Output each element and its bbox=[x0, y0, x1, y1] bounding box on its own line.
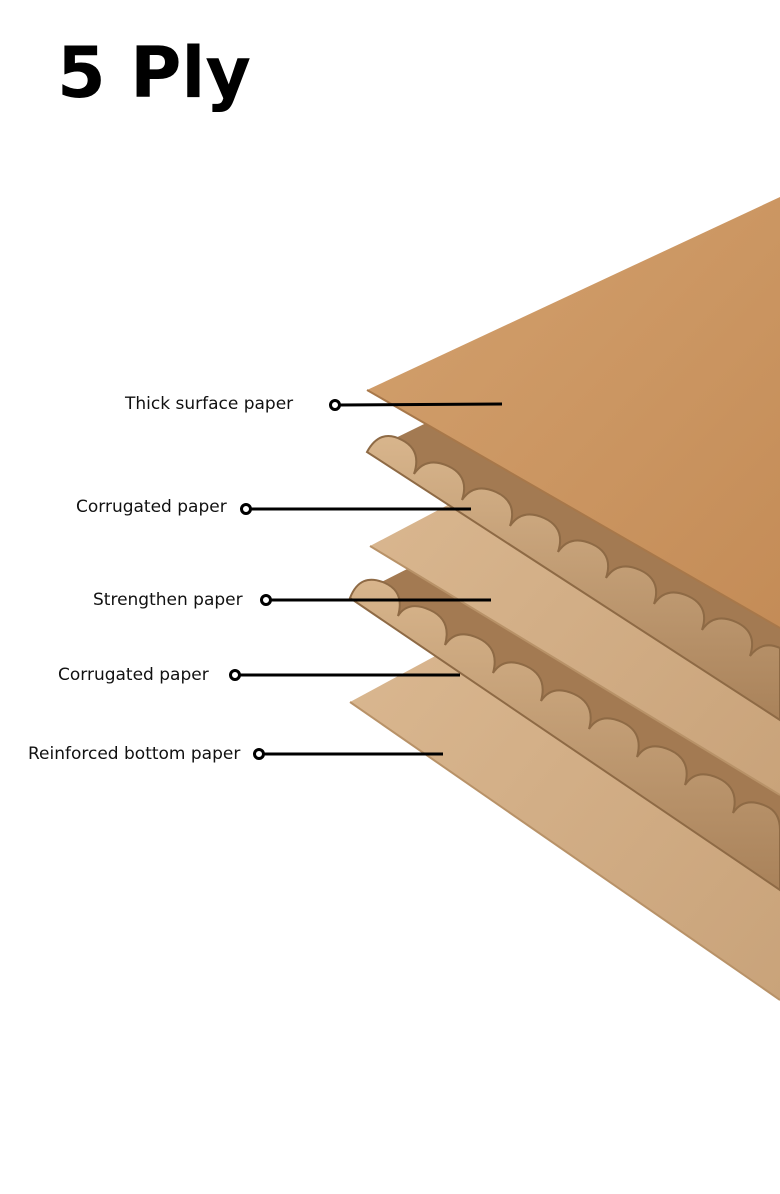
layer-label-strengthen: Strengthen paper bbox=[93, 590, 243, 610]
layer-label-thick-surface: Thick surface paper bbox=[125, 394, 294, 414]
leader-dot-5 bbox=[253, 748, 265, 760]
leader-dot-2 bbox=[240, 503, 252, 515]
layer-corrugated-upper-flutes bbox=[365, 435, 780, 722]
layer-bottom-edge bbox=[349, 701, 780, 1001]
leader-dot-4 bbox=[229, 669, 241, 681]
layer-corrugated-lower-flutes bbox=[348, 578, 780, 892]
leader-dot-3 bbox=[260, 594, 272, 606]
layer-middle-edge bbox=[369, 545, 780, 796]
page-title: 5 Ply bbox=[57, 32, 252, 114]
leader-line-1 bbox=[339, 402, 503, 407]
layer-label-corrugated-lower: Corrugated paper bbox=[58, 665, 209, 685]
layer-label-corrugated-upper: Corrugated paper bbox=[76, 497, 227, 517]
layer-label-reinforced-bottom: Reinforced bottom paper bbox=[28, 744, 241, 764]
layer-top-edge bbox=[366, 389, 780, 629]
leader-lines bbox=[229, 399, 503, 760]
leader-dot-1 bbox=[329, 399, 341, 411]
layer-top-sheet bbox=[367, 197, 780, 628]
